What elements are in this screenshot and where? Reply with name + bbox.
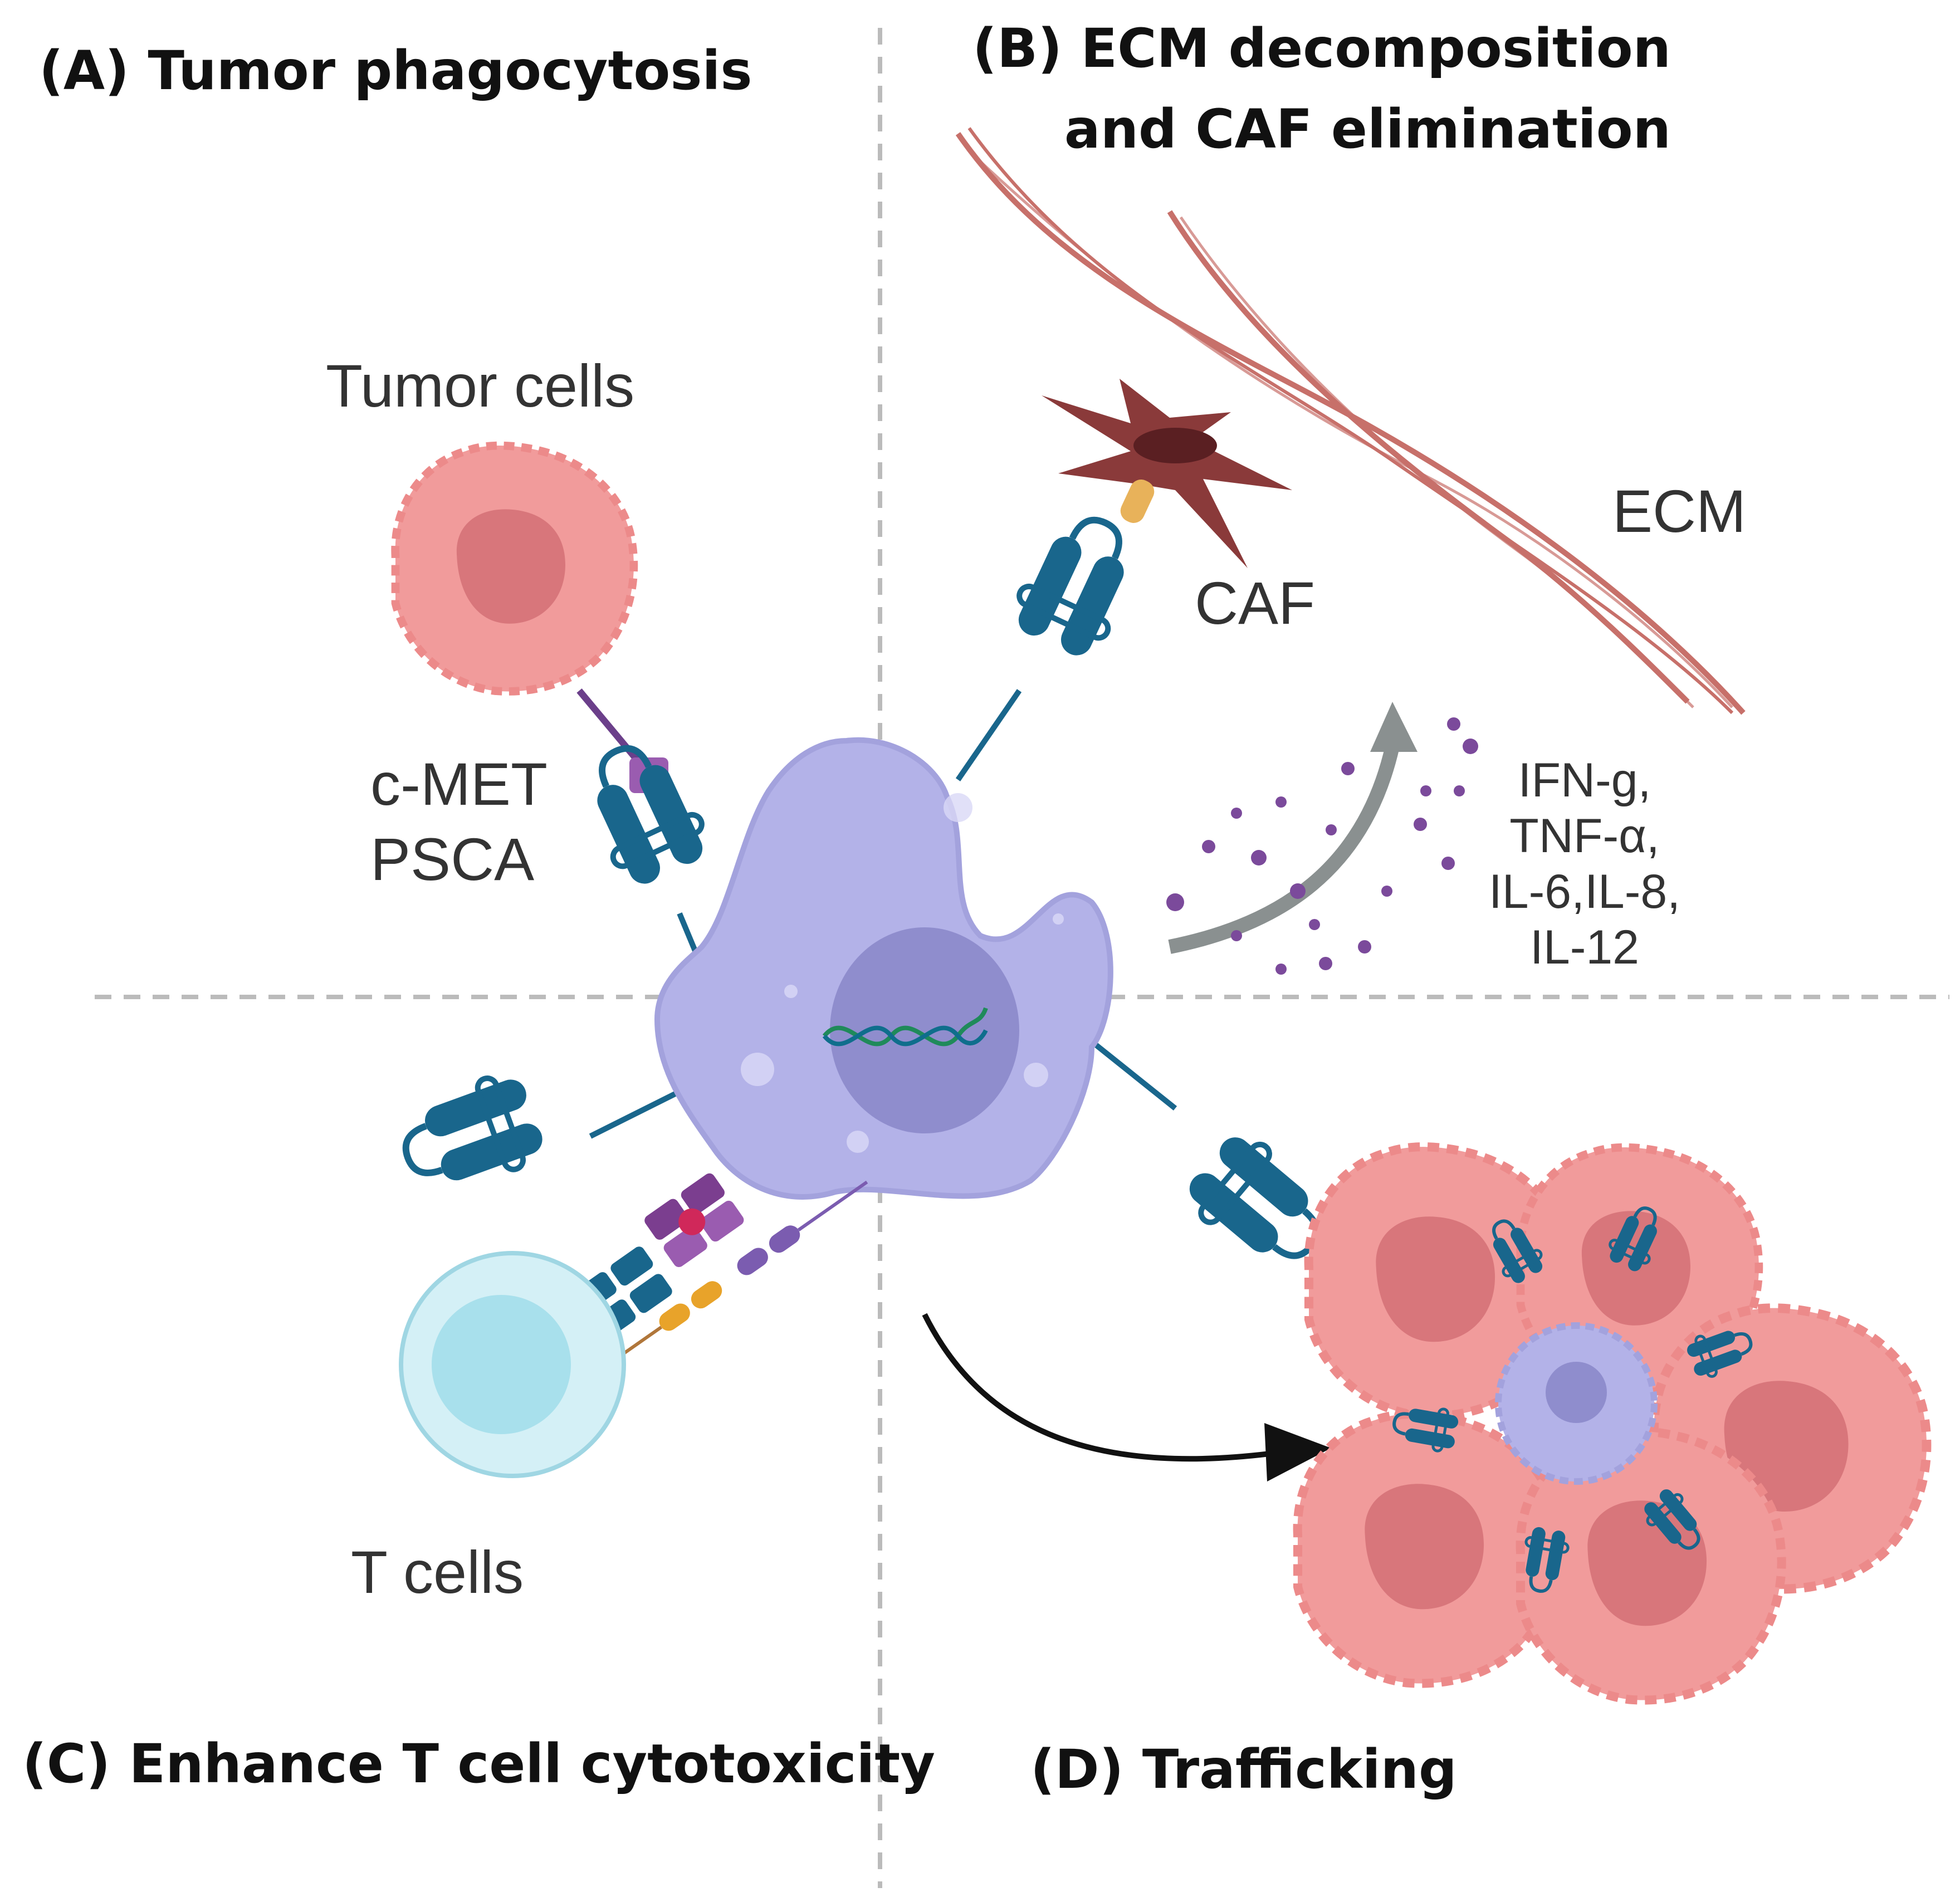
- tumor-cell: [395, 446, 634, 691]
- panel-b-title-line1: (B) ECM decomposition: [972, 17, 1671, 80]
- antigen-label-cmet: c-MET: [370, 750, 548, 818]
- cytokine-label-4: IL-12: [1530, 921, 1639, 974]
- car-receptor-top-right: [955, 502, 1148, 781]
- caf-label: CAF: [1195, 569, 1315, 637]
- trafficking-arrow: [922, 1313, 1270, 1462]
- antigen-label-psca: PSCA: [370, 825, 534, 893]
- t-cells-label: T cells: [351, 1538, 524, 1606]
- cytokine-arrowhead: [1370, 702, 1418, 752]
- tumor-cells-label: Tumor cells: [326, 352, 634, 419]
- tumor-cluster: [1298, 1147, 1927, 1700]
- t-cell: [399, 1251, 626, 1478]
- ecm-fibers: [955, 127, 1746, 715]
- car-macrophage: [654, 737, 1113, 1200]
- car-receptor-left: [392, 1067, 692, 1203]
- dna-icon: [822, 1007, 988, 1047]
- panel-a-title: (A) Tumor phagocytosis: [39, 40, 752, 102]
- cytokine-label-1: IFN-g,: [1518, 754, 1651, 807]
- trafficking-arrowhead: [1264, 1423, 1331, 1481]
- ecm-label: ECM: [1612, 477, 1746, 545]
- panel-d-title: (D) Trafficking: [1030, 1738, 1457, 1801]
- cytokine-label-2: TNF-α,: [1509, 809, 1659, 863]
- car-receptor-bottom-right: [1089, 1039, 1341, 1283]
- cytokine-arrow: [1168, 745, 1400, 954]
- panel-c-title: (C) Enhance T cell cytotoxicity: [22, 1733, 935, 1795]
- cytokine-label-3: IL-6,IL-8,: [1489, 865, 1680, 918]
- cytokine-dots: [1166, 717, 1478, 975]
- panel-b-title-line2: and CAF elimination: [1064, 98, 1671, 160]
- caf-cell: [1042, 379, 1292, 568]
